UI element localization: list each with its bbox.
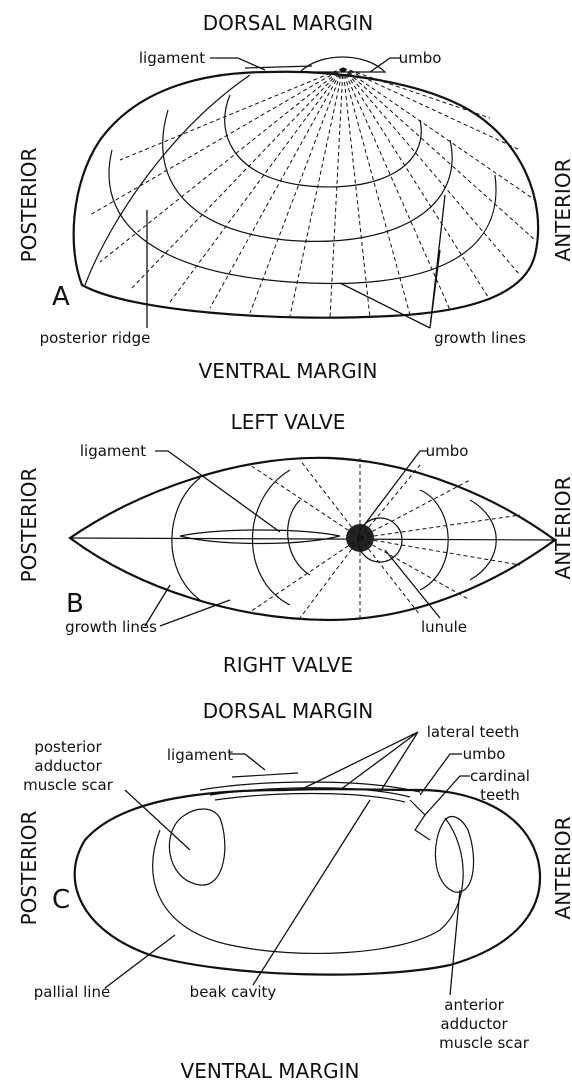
b-posterior-label: POSTERIOR [17, 468, 41, 583]
c-posterior-scar-label-2: adductor [34, 757, 102, 775]
c-umbo-label: umbo [463, 745, 506, 763]
c-pallial-line [153, 818, 464, 953]
a-growth-line-2 [163, 110, 452, 241]
figure-a: DORSAL MARGIN POSTERIOR ANTERIOR A ligam… [17, 11, 572, 383]
a-panel-letter: A [52, 282, 70, 312]
c-posterior-scar-leader [125, 790, 190, 850]
b-lunule-label: lunule [421, 618, 467, 636]
a-posterior-label: POSTERIOR [17, 148, 41, 263]
a-growth-line-1 [225, 95, 422, 187]
c-posterior-label: POSTERIOR [17, 811, 41, 926]
c-ligament [232, 773, 298, 777]
b-lunule-leader [385, 550, 440, 618]
figure-b: LEFT VALVE POSTERIOR ANTERIOR B ligament… [17, 410, 572, 677]
c-lateral-teeth-label: lateral teeth [427, 723, 520, 741]
a-anterior-label: ANTERIOR [551, 158, 572, 261]
a-umbo-label: umbo [399, 49, 442, 67]
a-dorsal-margin-title: DORSAL MARGIN [203, 11, 373, 35]
c-pallial-line-leader [105, 935, 175, 988]
b-ligament [180, 530, 340, 544]
b-commissure [70, 538, 555, 540]
c-anterior-scar-label-1: anterior [444, 996, 504, 1014]
c-anterior-scar-label-2: adductor [440, 1015, 508, 1033]
c-ventral-margin-title: VENTRAL MARGIN [181, 1059, 360, 1083]
c-ligament-label: ligament [167, 746, 233, 764]
a-ligament-label: ligament [139, 49, 205, 67]
c-anterior-scar-leader [450, 890, 460, 995]
c-beak-cavity-leader [253, 800, 370, 985]
c-posterior-scar-label-1: posterior [34, 738, 102, 756]
c-panel-letter: C [52, 885, 70, 915]
b-anterior-label: ANTERIOR [551, 476, 572, 579]
c-cardinal-teeth-label-2: teeth [480, 786, 520, 804]
a-growth-lines-leader [340, 195, 445, 328]
b-growth-line-1 [172, 470, 310, 605]
b-panel-letter: B [66, 589, 84, 619]
b-growth-lines-label: growth lines [65, 618, 157, 636]
c-anterior-scar [435, 817, 473, 893]
c-cardinal-teeth [410, 800, 430, 840]
b-umbo-label: umbo [426, 442, 469, 460]
a-ventral-margin-title: VENTRAL MARGIN [199, 359, 378, 383]
c-anterior-scar-label-3: muscle scar [439, 1034, 530, 1052]
a-growth-lines-label: growth lines [434, 329, 526, 347]
b-right-valve-title: RIGHT VALVE [223, 653, 353, 677]
a-shell-outline [74, 72, 538, 318]
c-posterior-scar-label-3: muscle scar [23, 776, 114, 794]
b-left-valve-title: LEFT VALVE [231, 410, 346, 434]
a-posterior-ridge-label: posterior ridge [40, 329, 151, 347]
b-ligament-label: ligament [80, 442, 146, 460]
c-ligament-leader [230, 754, 265, 770]
figure-c: DORSAL MARGIN POSTERIOR ANTERIOR C poste… [17, 699, 572, 1083]
c-dorsal-margin-title: DORSAL MARGIN [203, 699, 373, 723]
c-umbo-leader [420, 754, 462, 795]
c-anterior-label: ANTERIOR [551, 816, 572, 919]
a-ligament [245, 66, 312, 68]
a-radial-lines [90, 68, 535, 318]
c-posterior-scar [169, 809, 224, 885]
a-posterior-ridge [85, 75, 250, 285]
c-pallial-line-label: pallial line [34, 983, 110, 1001]
c-beak-cavity-label: beak cavity [190, 983, 277, 1001]
c-cardinal-teeth-label-1: cardinal [470, 767, 530, 785]
